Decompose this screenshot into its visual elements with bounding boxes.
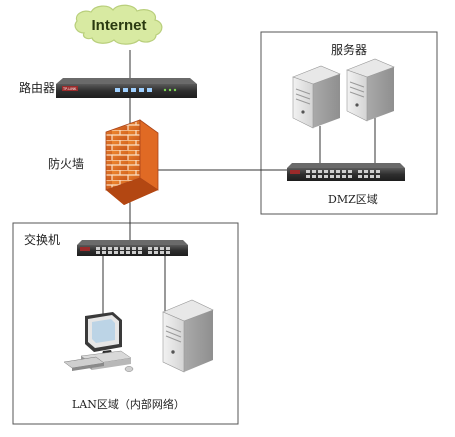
firewall-label: 防火墙: [48, 156, 84, 171]
pc-icon: [63, 312, 134, 372]
switch-label: 交换机: [24, 232, 60, 247]
dmz-zone-box: [260, 31, 438, 215]
server-icon: [162, 299, 214, 373]
dmz-label: DMZ区域: [328, 193, 378, 206]
internet-label: Internet: [91, 17, 146, 34]
server-icon: [292, 65, 341, 129]
lan-zone-box: [12, 222, 239, 425]
links: [102, 50, 376, 325]
svg-text:TP-LINK: TP-LINK: [62, 87, 77, 91]
lan-label: LAN区域（内部网络）: [72, 397, 185, 411]
servers-label: 服务器: [331, 42, 367, 57]
switch-icon: [77, 240, 188, 256]
server-icon: [346, 58, 395, 122]
switch-icon: [287, 163, 405, 181]
firewall-icon: [105, 119, 159, 205]
cloud-icon: [74, 4, 163, 45]
router-icon: TP-LINK: [56, 78, 197, 98]
router-label: 路由器: [19, 80, 55, 95]
